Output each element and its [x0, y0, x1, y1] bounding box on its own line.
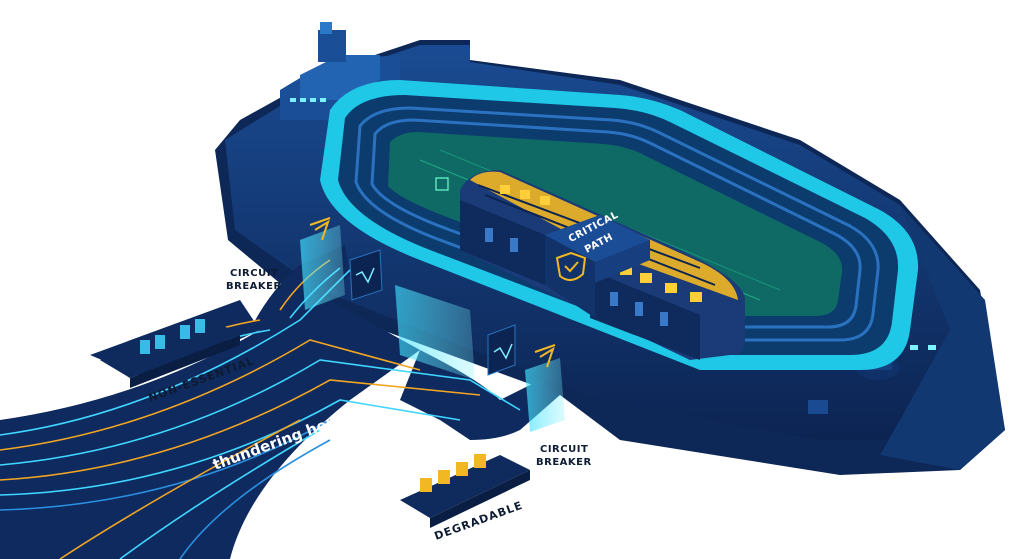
critical-path-block: CRITICAL PATH — [460, 170, 745, 360]
circuit-breaker-bottom-label-line1: CIRCUIT — [540, 444, 588, 455]
circuit-breaker-top-label-line1: CIRCUIT — [230, 268, 278, 279]
shield-icon — [555, 251, 587, 281]
deck-hatch — [808, 400, 828, 414]
server-icon — [140, 319, 205, 354]
hull-bow — [880, 205, 1005, 470]
circuit-breaker-bottom: CIRCUIT BREAKER — [525, 344, 592, 468]
circuit-breaker-bottom-label-line2: BREAKER — [536, 457, 592, 468]
bow-window — [910, 345, 918, 350]
circuit-switch-icon — [309, 217, 331, 241]
traffic-stream: thundering herd — [0, 245, 560, 559]
circuit-switch-icon — [534, 344, 556, 368]
circuit-breaker-top: CIRCUIT BREAKER — [226, 217, 345, 310]
circuit-breaker-top-label-line2: BREAKER — [226, 281, 282, 292]
degradable-platform: DEGRADABLE — [400, 454, 530, 543]
bow-window — [928, 345, 936, 350]
main-stream — [0, 300, 420, 559]
crate-icon — [420, 454, 486, 492]
circuit-breaker-mid — [349, 249, 516, 380]
flow-lines — [0, 259, 521, 559]
